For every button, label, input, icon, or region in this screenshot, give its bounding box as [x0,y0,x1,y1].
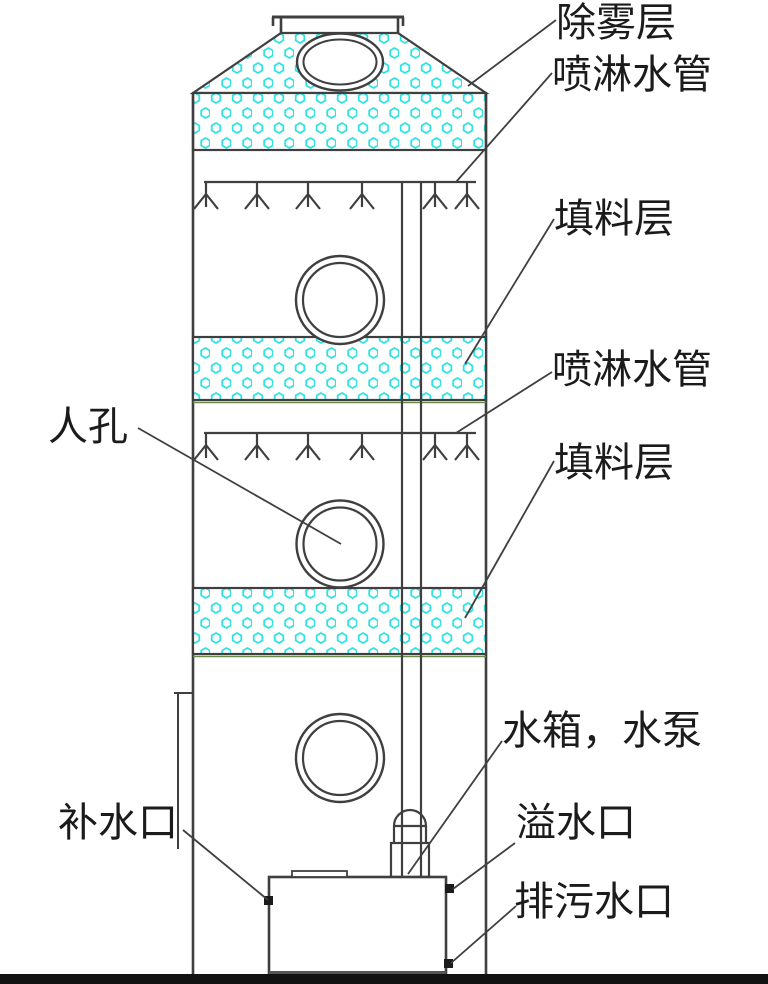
ground-bar [0,974,768,984]
leader-demister [467,19,557,87]
leader-lines [137,19,557,964]
leader-packing-top [464,218,555,365]
leader-overflow [452,842,516,890]
spray-header-middle [193,431,480,461]
leader-spray-mid [455,371,553,434]
water-tank [267,870,448,978]
spray-pipe-label-top: 喷淋水管 [552,52,712,97]
leader-makeup [182,829,269,901]
manhole-circle-lower [294,712,386,804]
overflow-port-label: 溢水口 [516,800,636,845]
riser-pipe [400,182,423,876]
leader-packing-mid [464,460,555,619]
tank-top-hatch [291,870,348,878]
packing-label-top: 填料层 [554,196,674,241]
spray-pipe-label-mid: 喷淋水管 [552,347,712,392]
leader-manhole [137,427,342,545]
tank-pump-label: 水箱，水泵 [502,708,702,753]
top-opening-flange [295,32,385,92]
tower-shell [191,93,488,976]
leader-tank-pump [407,740,503,875]
overflow-port-marker [445,884,454,893]
spray-nozzles-middle [193,433,480,461]
demister-layer-band [191,91,488,152]
drain-port-label: 排污水口 [514,879,674,924]
water-pump [389,808,431,879]
leader-spray-top [455,72,553,183]
makeup-port-label: 补水口 [58,800,178,845]
packing-layer-band-1 [191,335,488,404]
spray-header-upper [193,180,480,210]
level-gauge [174,692,193,849]
drain-port-marker [444,959,453,968]
leader-drain [450,905,517,964]
spray-nozzles-upper [193,182,480,210]
packing-label-mid: 填料层 [554,440,674,485]
manhole-label: 人孔 [48,404,128,449]
manhole-circle-upper [294,254,386,346]
packing-layer-band-2 [191,586,488,658]
makeup-port-marker [264,896,273,905]
gas-outlet [271,15,405,34]
demister-label: 除雾层 [556,0,676,45]
